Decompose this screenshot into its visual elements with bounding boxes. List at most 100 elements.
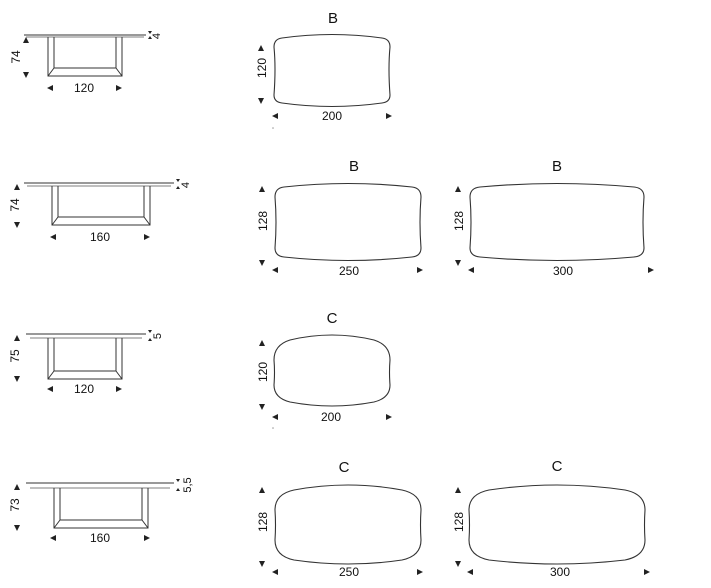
arrow-left	[47, 85, 53, 91]
top-thickness-label: 4	[180, 182, 192, 188]
table-base	[47, 338, 123, 380]
arrow-left	[50, 535, 56, 541]
arrow-right	[386, 113, 392, 119]
table-base	[47, 37, 123, 77]
top-letter: C	[327, 310, 338, 327]
arrow-left	[468, 267, 474, 273]
arrow-right	[648, 267, 654, 273]
top-thickness-label: 4	[151, 33, 163, 39]
top-letter: B	[349, 158, 359, 175]
row-1: 74 4 120 B 120 200	[9, 10, 392, 129]
length-label: 300	[553, 264, 573, 278]
arrow-thickness-bottom	[176, 186, 180, 189]
width-label: 160	[90, 531, 110, 545]
arrow-right	[417, 267, 423, 273]
arrow-down	[14, 525, 20, 531]
arrow-left	[272, 414, 278, 420]
top-view-2b: B 128 300	[452, 158, 654, 278]
height-label: 74	[9, 50, 23, 64]
top-thickness-label: 5	[152, 333, 164, 339]
depth-label: 128	[256, 211, 270, 231]
arrow-down	[259, 404, 265, 410]
top-letter: C	[552, 458, 563, 475]
arrow-down	[259, 561, 265, 567]
height-label: 74	[8, 198, 22, 212]
top-view-4a: C 128 250	[256, 459, 423, 579]
arrow-up	[14, 484, 20, 490]
tabletop-outline	[273, 33, 391, 108]
top-letter: B	[328, 10, 338, 27]
arrow-right	[144, 234, 150, 240]
arrow-thickness-bottom	[148, 338, 152, 341]
top-letter: B	[552, 158, 562, 175]
depth-label: 120	[255, 58, 269, 78]
tabletop-outline	[274, 484, 422, 565]
tabletop-outline	[469, 182, 645, 262]
tabletop-outline	[468, 484, 646, 565]
arrow-left	[272, 569, 278, 575]
arrow-down	[455, 260, 461, 266]
arrow-left	[272, 267, 278, 273]
table-base	[53, 488, 149, 529]
tabletop-outline	[274, 182, 422, 262]
arrow-up	[259, 340, 265, 346]
arrow-right	[417, 569, 423, 575]
arrow-up	[14, 335, 20, 341]
arrow-right	[116, 85, 122, 91]
arrow-right	[644, 569, 650, 575]
side-view-3: 75 5 120	[8, 330, 164, 396]
row-2: 74 4 160 B 128 250 B 128 300	[8, 158, 654, 278]
arrow-up	[259, 186, 265, 192]
arrow-down	[23, 72, 29, 78]
arrow-up	[259, 487, 265, 493]
arrow-right	[116, 386, 122, 392]
width-label: 120	[74, 81, 94, 95]
depth-label: 120	[256, 362, 270, 382]
arrow-left	[467, 569, 473, 575]
arrow-up	[258, 45, 264, 51]
arrow-down	[259, 260, 265, 266]
tabletop-outline	[273, 334, 391, 407]
row-4: 73 5,5 160 C 128 250 C 128 300	[8, 458, 650, 579]
depth-label: 128	[452, 512, 466, 532]
depth-label: 128	[256, 512, 270, 532]
arrow-thickness-top	[176, 479, 180, 482]
length-label: 300	[550, 565, 570, 579]
arrow-down	[258, 98, 264, 104]
arrow-up	[23, 37, 29, 43]
height-label: 75	[8, 349, 22, 363]
length-label: 250	[339, 565, 359, 579]
depth-label: 128	[452, 211, 466, 231]
arrow-left	[47, 386, 53, 392]
arrow-down	[455, 561, 461, 567]
height-label: 73	[8, 498, 22, 512]
arrow-thickness-top	[148, 330, 152, 333]
top-view-3: C 120 200	[256, 310, 392, 429]
side-view-1: 74 4 120	[9, 31, 163, 95]
guide-dot	[272, 427, 274, 429]
arrow-down	[14, 376, 20, 382]
length-label: 200	[322, 109, 342, 123]
length-label: 250	[339, 264, 359, 278]
arrow-thickness-top	[176, 179, 180, 182]
top-view-1: B 120 200	[255, 10, 392, 129]
side-view-4: 73 5,5 160	[8, 477, 194, 545]
arrow-up	[14, 184, 20, 190]
arrow-down	[14, 222, 20, 228]
length-label: 200	[321, 410, 341, 424]
arrow-up	[455, 487, 461, 493]
arrow-left	[50, 234, 56, 240]
guide-dot	[272, 127, 274, 129]
top-view-2a: B 128 250	[256, 158, 423, 278]
arrow-thickness-bottom	[148, 36, 152, 39]
table-base	[51, 186, 151, 226]
arrow-left	[272, 113, 278, 119]
row-3: 75 5 120 C 120 200	[8, 310, 392, 429]
top-letter: C	[339, 459, 350, 476]
width-label: 160	[90, 230, 110, 244]
top-view-4b: C 128 300	[452, 458, 650, 579]
arrow-thickness-bottom	[176, 488, 180, 491]
top-thickness-label: 5,5	[182, 477, 194, 492]
arrow-right	[386, 414, 392, 420]
